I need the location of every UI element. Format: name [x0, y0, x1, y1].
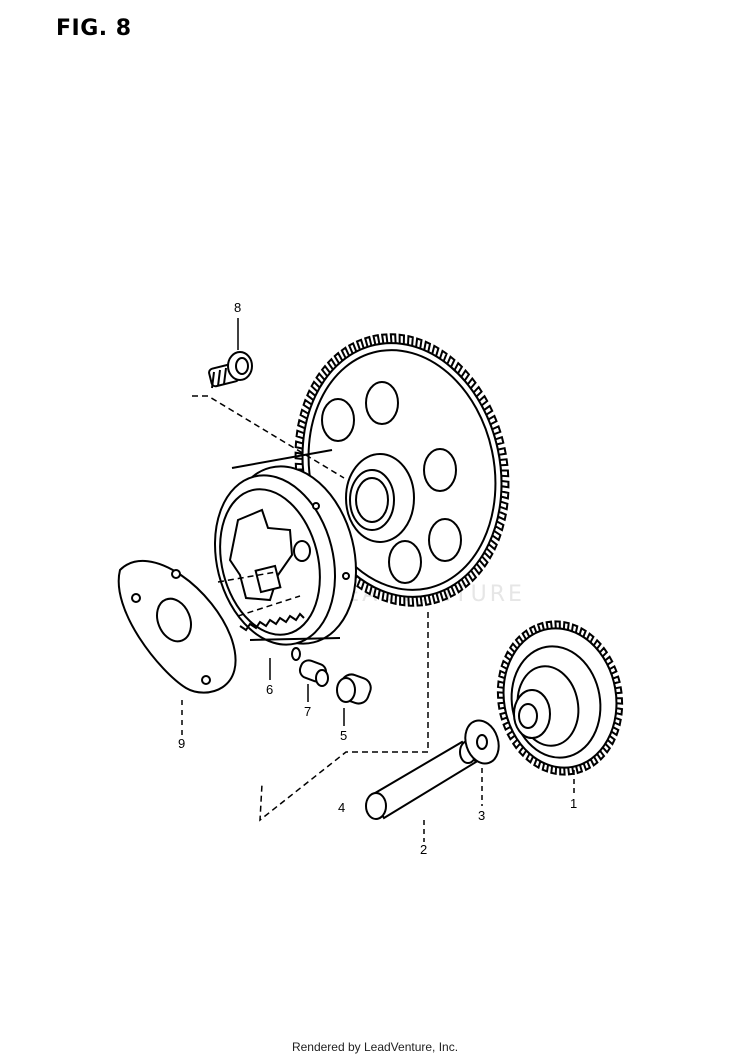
- callout-2: 2: [420, 842, 428, 857]
- plate-part: [117, 559, 237, 694]
- spring-part: [239, 612, 305, 661]
- callout-1: 1: [570, 796, 578, 811]
- figure-title: FIG. 8: [56, 16, 132, 41]
- callout-6: 6: [266, 682, 274, 697]
- callout-9: 9: [178, 736, 186, 751]
- callout-7: 7: [304, 704, 312, 719]
- roller-part: [336, 673, 372, 705]
- clutch-housing: [214, 449, 357, 646]
- callout-8: 8: [234, 300, 242, 315]
- idle-gear-part: [496, 620, 624, 776]
- alignment-lines: [181, 318, 575, 842]
- footer-credit: Rendered by LeadVenture, Inc.: [291, 1040, 459, 1054]
- callout-5: 5: [340, 728, 348, 743]
- gear-hole: [388, 540, 422, 584]
- bolt-part: [208, 351, 253, 389]
- gear-hole: [428, 518, 462, 562]
- callout-4: 4: [338, 800, 346, 815]
- pin-part: [298, 659, 329, 687]
- gear-hole: [365, 381, 399, 425]
- gear-hole: [321, 398, 355, 442]
- gear-hole: [423, 448, 457, 492]
- starter-driven-gear: [294, 333, 510, 607]
- washer-part: [464, 719, 500, 765]
- callout-3: 3: [478, 808, 486, 823]
